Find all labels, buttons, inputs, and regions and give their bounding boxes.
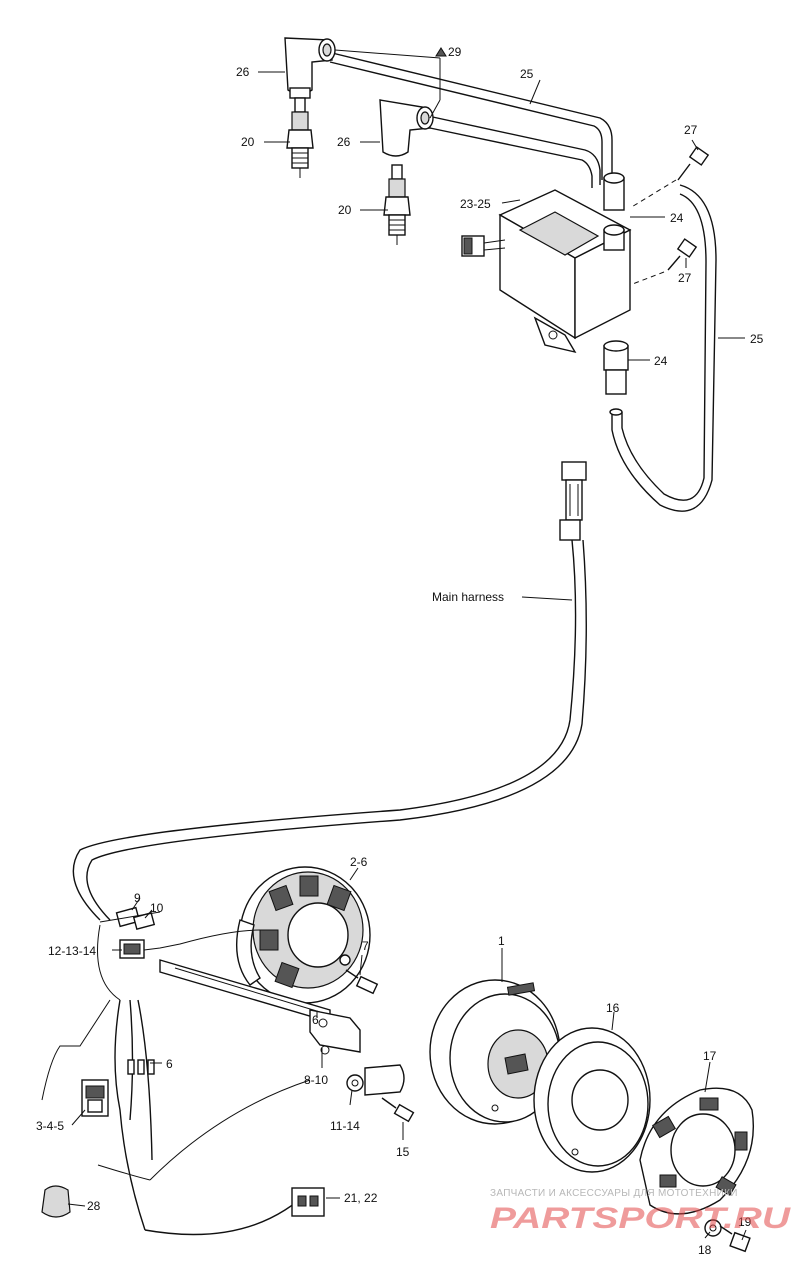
stator-assembly <box>235 866 371 1004</box>
cap-28 <box>41 1185 71 1218</box>
ht-lead-lower <box>427 115 601 188</box>
pickup-sensor-8-10 <box>309 1009 361 1055</box>
label-11-14: 11-14 <box>330 1119 360 1133</box>
leader-lines <box>67 71 747 1241</box>
watermark-tagline: ЗАПЧАСТИ И АКСЕССУАРЫ ДЛЯ МОТОТЕХНИКИ <box>490 1188 738 1199</box>
connector-3-4-5 <box>81 1079 109 1117</box>
starter-plate-16 <box>533 1027 651 1173</box>
label-24-lower: 24 <box>654 354 668 368</box>
label-26-lower: 26 <box>337 135 351 149</box>
label-23-25: 23-25 <box>460 197 491 211</box>
label-28: 28 <box>87 1199 101 1213</box>
label-9: 9 <box>134 891 141 905</box>
sub-harness-wires <box>41 924 311 1236</box>
starter-clutch-17 <box>639 1087 755 1215</box>
label-21-22: 21, 22 <box>344 1191 378 1205</box>
label-29: 29 <box>448 45 462 59</box>
label-main-harness: Main harness <box>432 590 504 604</box>
label-6-bracket: 6 <box>312 1013 319 1027</box>
terminal-24-lower <box>603 340 629 416</box>
label-27-upper: 27 <box>684 123 698 137</box>
pickup-11-14 <box>346 1064 405 1096</box>
label-17: 17 <box>703 1049 717 1063</box>
screw-15 <box>381 1097 415 1123</box>
label-15: 15 <box>396 1145 410 1159</box>
screw-7 <box>345 969 379 995</box>
spark-plug-cap-upper <box>284 37 336 99</box>
watermark-logo: PARTSPORT.RU <box>490 1202 792 1235</box>
label-19: 19 <box>738 1215 752 1229</box>
ht-lead-upper <box>327 51 613 180</box>
label-3-4-5: 3-4-5 <box>36 1119 64 1133</box>
washer-18 <box>704 1219 722 1237</box>
label-6-right: 6 <box>166 1057 173 1071</box>
label-10: 10 <box>150 901 164 915</box>
label-2-6: 2-6 <box>350 855 368 869</box>
spark-plug-cap-lower <box>379 99 434 157</box>
label-7: 7 <box>362 939 369 953</box>
label-27-lower: 27 <box>678 271 692 285</box>
part-labels: 29 26 25 20 26 27 23-25 24 20 27 25 24 M… <box>36 45 764 1257</box>
connector-21-22 <box>291 1187 325 1217</box>
label-18: 18 <box>698 1243 712 1257</box>
label-26-upper: 26 <box>236 65 250 79</box>
label-8-10: 8-10 <box>304 1073 328 1087</box>
flywheel <box>429 979 561 1125</box>
main-harness-connector <box>559 461 587 541</box>
label-12-13-14: 12-13-14 <box>48 944 96 958</box>
bolt-27-upper <box>629 146 710 209</box>
connector-12-13-14 <box>119 929 261 959</box>
terminal-6 <box>127 1059 155 1075</box>
spark-plug-upper <box>286 97 314 178</box>
watermark: ЗАПЧАСТИ И АКСЕССУАРЫ ДЛЯ МОТОТЕХНИКИ PA… <box>490 1188 792 1235</box>
label-25-right: 25 <box>750 332 764 346</box>
main-harness-cable <box>72 539 587 921</box>
label-20-upper: 20 <box>241 135 255 149</box>
connector-9-10 <box>99 906 161 930</box>
label-16: 16 <box>606 1001 620 1015</box>
label-1: 1 <box>498 934 505 948</box>
bolt-19 <box>719 1225 751 1253</box>
label-24-upper: 24 <box>670 211 684 225</box>
bolt-27-lower <box>629 238 698 286</box>
rivet-29 <box>334 47 447 119</box>
label-25-upper: 25 <box>520 67 534 81</box>
ignition-coil <box>461 172 632 354</box>
ht-lead-right-loop <box>611 184 717 512</box>
label-20-lower: 20 <box>338 203 352 217</box>
spark-plug-lower <box>383 164 411 245</box>
